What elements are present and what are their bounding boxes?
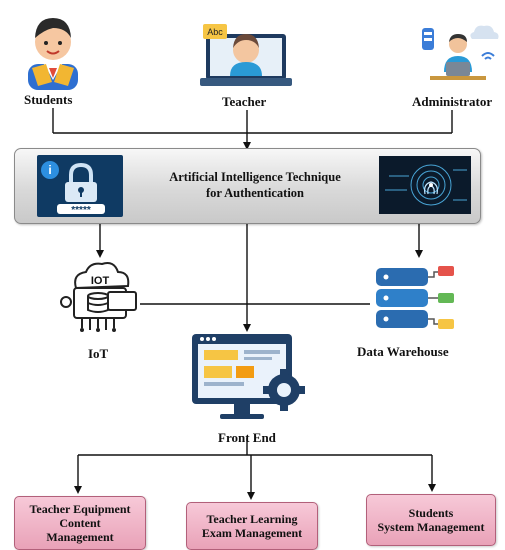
student-icon xyxy=(28,18,78,90)
iot-icon-text: IOT xyxy=(91,275,110,287)
fingerprint-icon xyxy=(379,156,471,214)
module-students-system: Students System Management xyxy=(366,494,496,546)
module-3-line2: System Management xyxy=(377,520,485,534)
module-1-line1: Teacher Equipment xyxy=(29,502,131,516)
iot-label: IoT xyxy=(88,346,109,361)
module-1-line2: Content xyxy=(59,516,101,530)
ai-panel-title: Artificial Intelligence Technique for Au… xyxy=(135,169,375,201)
info-glyph: i xyxy=(48,163,51,177)
module-1-line3: Management xyxy=(46,530,114,544)
module-teacher-equipment: Teacher Equipment Content Management xyxy=(14,496,146,550)
ai-authentication-panel: i ***** Artificial Intelligence Techniqu… xyxy=(14,148,481,224)
teacher-screen-text: Abc xyxy=(207,27,223,37)
front-end-label: Front End xyxy=(218,430,276,445)
lock-tile: i ***** xyxy=(37,155,123,217)
module-teacher-learning: Teacher Learning Exam Management xyxy=(186,502,318,550)
module-2-line1: Teacher Learning xyxy=(206,512,298,526)
front-end-icon xyxy=(192,334,305,419)
database-icon xyxy=(376,266,454,329)
iot-icon: IOT xyxy=(60,262,137,332)
administrator-icon xyxy=(422,25,499,80)
ai-title-line1: Artificial Intelligence Technique xyxy=(169,170,341,184)
teacher-label: Teacher xyxy=(222,94,267,109)
students-label: Students xyxy=(24,92,73,107)
teacher-icon: Abc xyxy=(200,24,292,86)
administrator-label: Administrator xyxy=(412,94,493,109)
module-2-line2: Exam Management xyxy=(201,526,303,540)
ai-title-line2: for Authentication xyxy=(205,186,305,200)
data-warehouse-label: Data Warehouse xyxy=(357,344,449,359)
fingerprint-tile xyxy=(379,156,471,214)
lock-icon: i ***** xyxy=(41,161,105,216)
lock-code: ***** xyxy=(71,205,91,216)
module-3-line1: Students xyxy=(408,506,454,520)
